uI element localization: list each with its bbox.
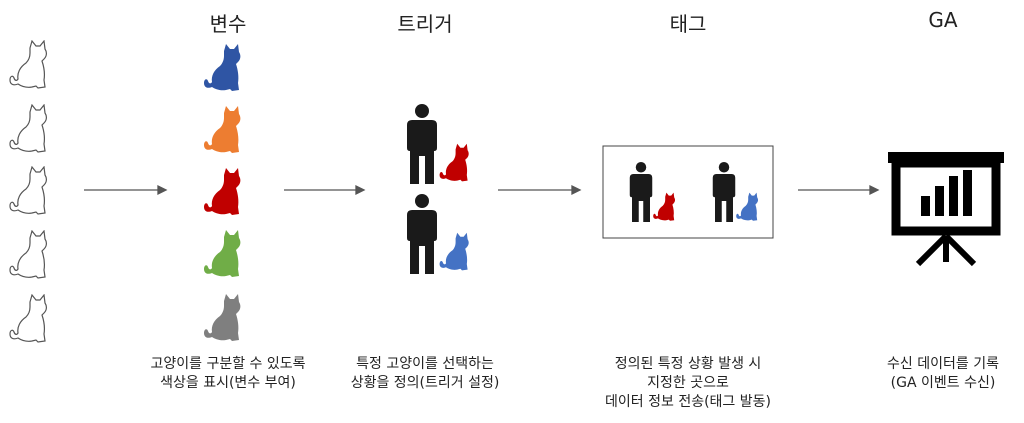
caption-line: 데이터 정보 전송(태그 발동) <box>605 394 771 410</box>
cat-outline-icon <box>9 294 47 343</box>
person-icon <box>629 162 653 222</box>
caption-line: 색상을 표시(변수 부여) <box>160 375 296 391</box>
cat-outline-icon <box>9 40 47 89</box>
person-icon <box>407 104 437 184</box>
caption-line: (GA 이벤트 수신) <box>890 375 996 391</box>
cat-icon-green <box>204 230 241 277</box>
cat-icon-blue <box>439 232 469 271</box>
cat-icon-orange <box>204 106 241 153</box>
cat-icon-gray <box>204 294 241 341</box>
header-trigger: 트리거 <box>397 12 453 36</box>
cat-icon-blue <box>736 192 759 221</box>
cat-icon-red <box>439 143 469 182</box>
cat-outline-icon <box>9 104 47 153</box>
cat-outline-icon <box>9 166 47 215</box>
header-variable: 변수 <box>209 12 247 36</box>
presentation-board-icon <box>888 152 1004 267</box>
caption-line: 상황을 정의(트리거 설정) <box>350 375 500 391</box>
caption-tag: 정의된 특정 상황 발생 시 지정한 곳으로 데이터 정보 전송(태그 발동) <box>605 355 771 412</box>
cat-icon-red <box>653 192 676 221</box>
caption-line: 지정한 곳으로 <box>647 375 729 391</box>
cat-outline-icon <box>9 230 47 279</box>
tag-box <box>602 145 774 239</box>
person-icon <box>712 162 736 222</box>
caption-line: 고양이를 구분할 수 있도록 <box>150 356 306 372</box>
header-tag: 태그 <box>669 12 707 36</box>
cat-icon-red <box>204 168 241 215</box>
cat-icon-blue <box>204 44 241 91</box>
person-icon <box>407 194 437 274</box>
caption-line: 수신 데이터를 기록 <box>887 356 999 372</box>
caption-variable: 고양이를 구분할 수 있도록 색상을 표시(변수 부여) <box>150 355 305 393</box>
caption-trigger: 특정 고양이를 선택하는 상황을 정의(트리거 설정) <box>351 355 500 393</box>
caption-line: 정의된 특정 상황 발생 시 <box>614 356 762 372</box>
caption-line: 특정 고양이를 선택하는 <box>356 356 494 372</box>
caption-ga: 수신 데이터를 기록 (GA 이벤트 수신) <box>887 355 999 393</box>
header-ga: GA <box>928 8 958 32</box>
